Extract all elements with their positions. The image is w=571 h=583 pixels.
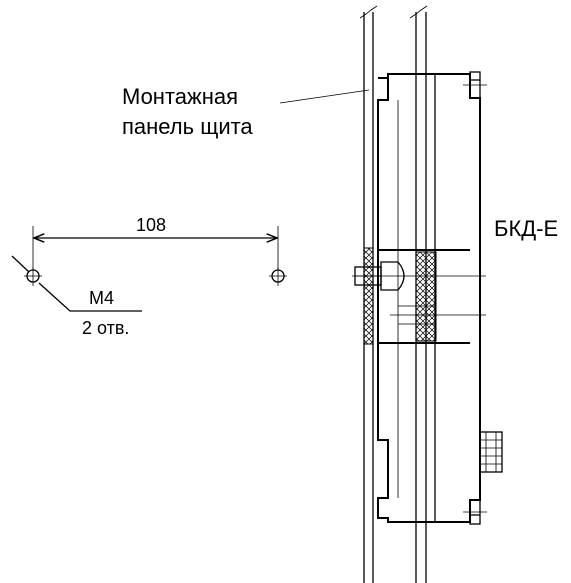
connector xyxy=(479,431,503,473)
mount-screw xyxy=(352,261,486,291)
hole-left xyxy=(24,267,42,286)
panel-label-line1: Монтажная xyxy=(122,84,238,109)
device-label: БКД-Е xyxy=(494,216,558,241)
hole-pattern xyxy=(11,226,287,312)
panel-leader xyxy=(279,89,370,104)
device-body xyxy=(352,5,503,583)
panel-label-line2: панель щита xyxy=(122,114,253,139)
hole-right xyxy=(269,267,287,286)
screw-bottom xyxy=(463,499,487,525)
thread-label: М4 xyxy=(89,288,114,308)
dimension-label: 108 xyxy=(136,215,166,235)
screw-top xyxy=(463,71,487,99)
mounting-panel xyxy=(359,5,378,583)
holes-label: 2 отв. xyxy=(82,318,129,338)
